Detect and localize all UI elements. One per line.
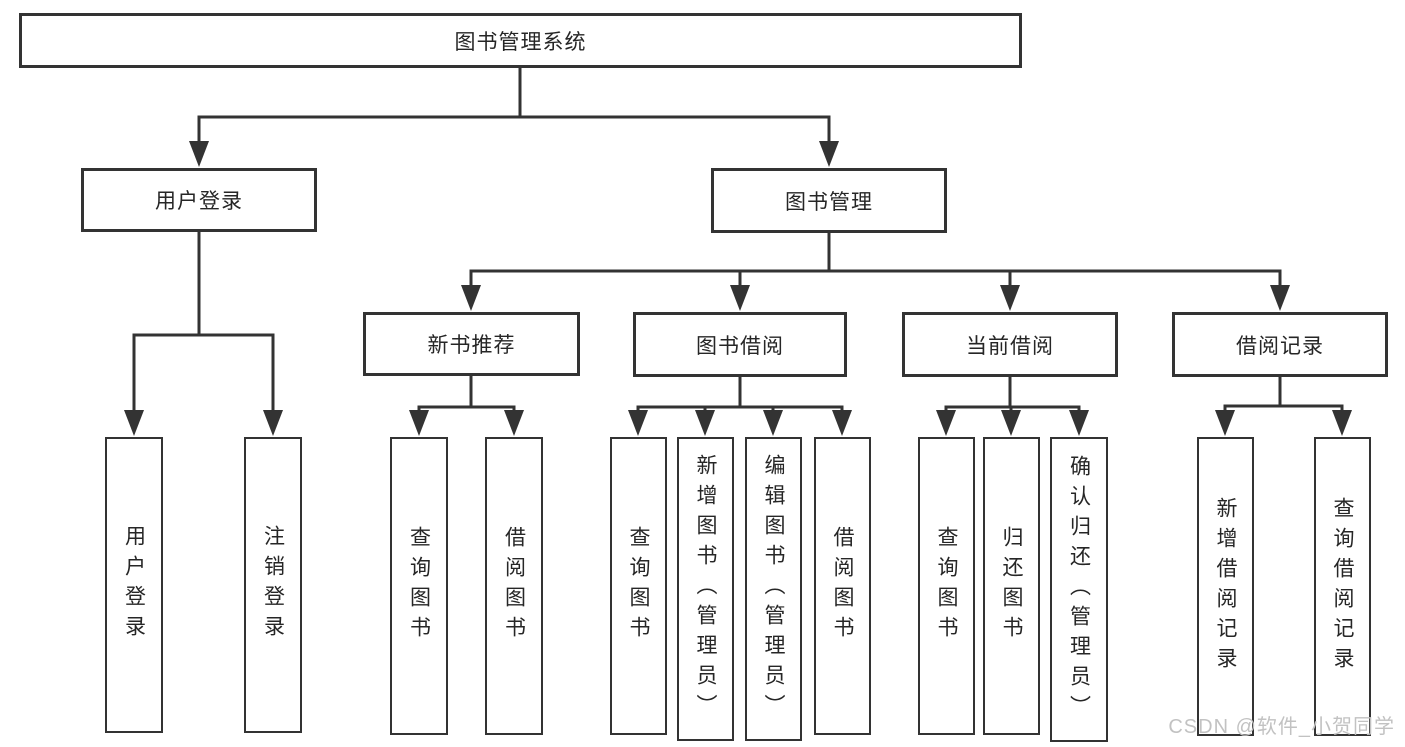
leaf-label: 编辑图书（管理员） [762,454,785,724]
leaf-records-query-borrow-record: 查询借阅记录 [1314,437,1371,736]
connector-root [189,64,839,167]
leaf-label: 用户登录 [122,525,146,645]
node-current-borrowing: 当前借阅 [902,312,1118,377]
leaf-recommend-query-books: 查询图书 [390,437,448,735]
leaf-label: 借阅图书 [831,526,854,646]
leaf-label: 查询图书 [935,526,958,646]
node-label: 图书管理系统 [454,30,587,54]
leaf-current-query-books: 查询图书 [918,437,975,735]
connector-user-login [124,230,283,436]
leaf-records-add-borrow-record: 新增借阅记录 [1197,437,1254,736]
node-label: 图书管理 [785,190,873,214]
node-label: 用户登录 [155,190,243,213]
node-label: 借阅记录 [1236,334,1324,358]
node-label: 图书借阅 [696,334,784,358]
leaf-borrowing-edit-books-admin: 编辑图书（管理员） [745,437,802,741]
node-new-book-recommendation: 新书推荐 [363,312,580,376]
leaf-user-login: 用户登录 [105,437,163,733]
node-borrowing-records: 借阅记录 [1172,312,1388,377]
leaf-recommend-borrow-books: 借阅图书 [485,437,543,735]
leaf-label: 查询图书 [407,526,431,646]
leaf-label: 查询借阅记录 [1331,496,1354,677]
leaf-label: 归还图书 [1000,526,1023,646]
watermark: CSDN @软件_小贺同学 [1168,716,1395,738]
leaf-label: 新增图书（管理员） [694,454,717,724]
leaf-logout: 注销登录 [244,437,302,733]
leaf-borrowing-add-books-admin: 新增图书（管理员） [677,437,734,741]
connector-current-borrowing [936,375,1089,436]
leaf-borrowing-query-books: 查询图书 [610,437,667,735]
leaf-label: 新增借阅记录 [1214,496,1237,677]
node-user-login: 用户登录 [81,168,317,232]
leaf-label: 注销登录 [261,525,285,645]
leaf-borrowing-borrow-books: 借阅图书 [814,437,871,735]
leaf-current-return-books: 归还图书 [983,437,1040,735]
connector-borrowing-records [1215,375,1352,436]
leaf-label: 确认归还（管理员） [1067,454,1091,725]
connector-new-book-recommendation [409,374,524,436]
connector-book-management [461,231,1290,311]
node-book-borrowing: 图书借阅 [633,312,847,377]
leaf-current-confirm-return-admin: 确认归还（管理员） [1050,437,1108,742]
leaf-label: 借阅图书 [502,526,526,646]
node-library-management-system: 图书管理系统 [19,13,1022,68]
node-label: 新书推荐 [427,334,516,357]
node-label: 当前借阅 [966,334,1054,358]
node-book-management: 图书管理 [711,168,947,233]
connector-book-borrowing [628,375,852,436]
leaf-label: 查询图书 [627,526,650,646]
